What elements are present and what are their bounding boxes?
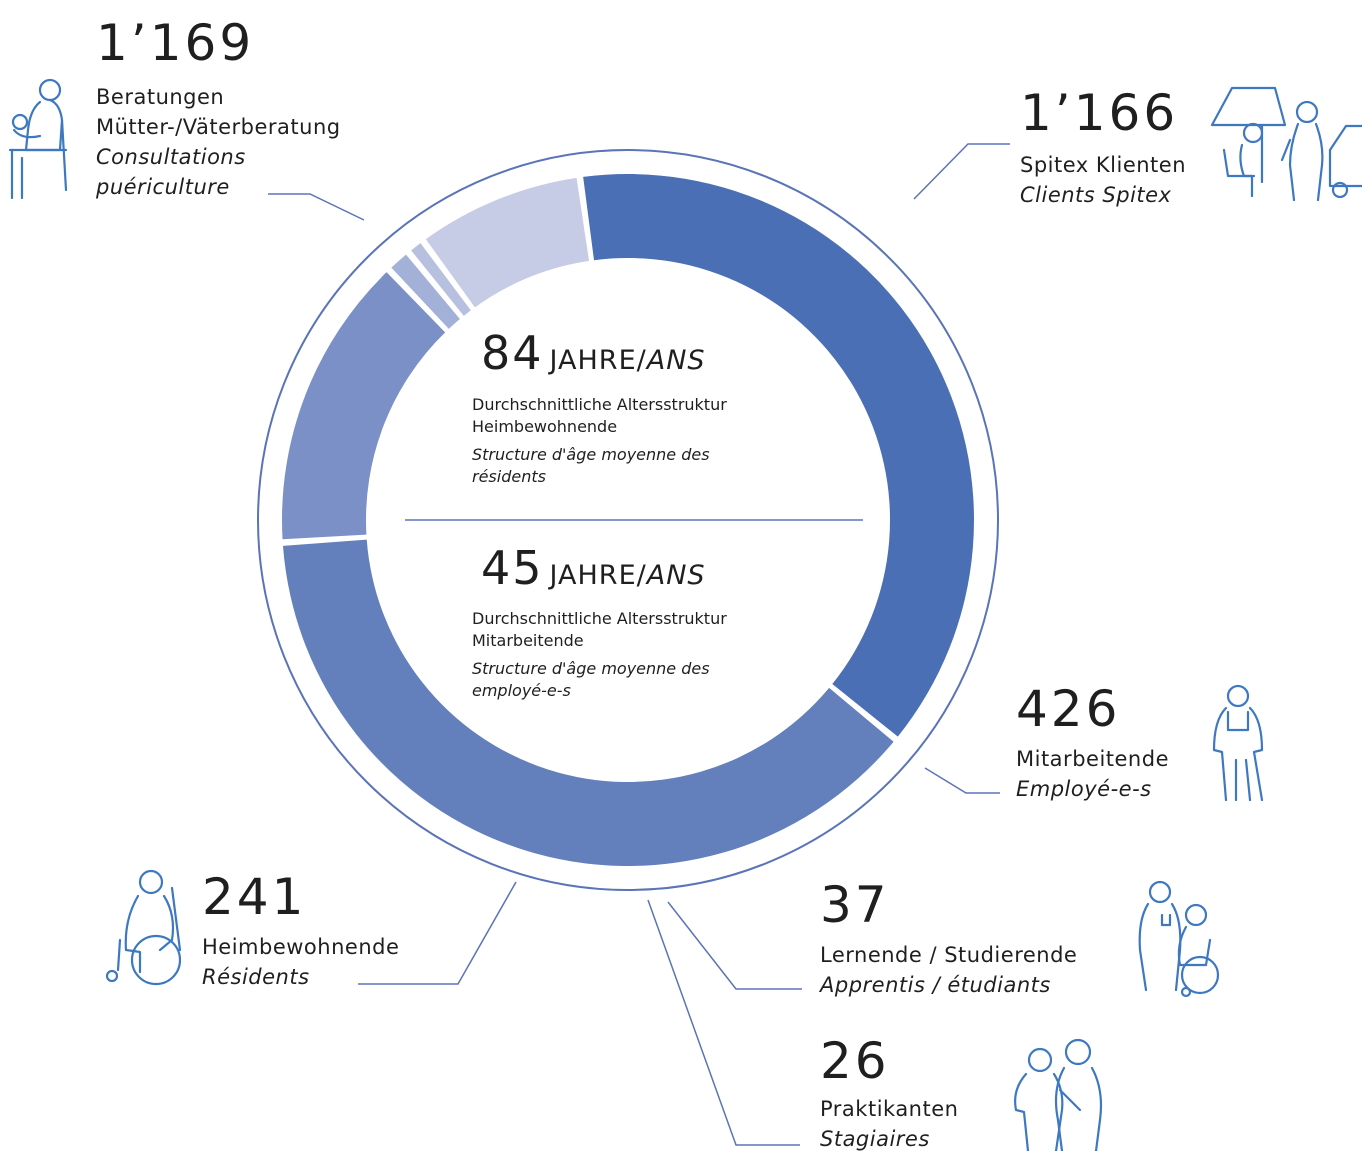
callout-label-de: Mitarbeitende bbox=[1016, 747, 1169, 771]
callout-label-fr: Apprentis / étudiants bbox=[820, 973, 1051, 997]
leader-line-residents bbox=[358, 881, 517, 985]
callout-label-fr: Résidents bbox=[202, 965, 310, 989]
center-age-value: 45 bbox=[481, 541, 544, 595]
donut-slice-4 bbox=[411, 243, 471, 316]
callout-value: 241 bbox=[202, 868, 307, 926]
callout-label-de: Spitex Klienten bbox=[1020, 153, 1187, 177]
callout-label-fr: Employé-e-s bbox=[1016, 777, 1152, 801]
callout-label-fr: Clients Spitex bbox=[1020, 183, 1172, 207]
intern-icon bbox=[1014, 1038, 1103, 1151]
callout-value: 1’166 bbox=[1020, 84, 1179, 142]
student-caregiver-icon bbox=[1138, 880, 1220, 998]
callout-residents: 241 Heimbewohnende Résidents bbox=[202, 872, 399, 992]
donut-slice-3 bbox=[391, 254, 460, 329]
center-desc-de: Durchschnittliche Altersstruktur bbox=[472, 609, 727, 628]
center-age-unit-de: JAHRE/ bbox=[549, 560, 647, 591]
center-desc-de: Mitarbeitende bbox=[472, 631, 584, 650]
leader-line-employees bbox=[924, 767, 1000, 794]
center-desc-de: Durchschnittliche Altersstruktur bbox=[472, 395, 727, 414]
employee-icon bbox=[1212, 684, 1264, 802]
callout-consultations: 1’169 Beratungen Mütter-/Väterberatung C… bbox=[96, 18, 341, 202]
center-desc-fr: Structure d'âge moyenne des bbox=[472, 445, 710, 464]
center-desc-de: Heimbewohnende bbox=[472, 417, 618, 436]
leader-line-interns bbox=[647, 899, 800, 1146]
callout-value: 26 bbox=[820, 1032, 890, 1090]
callout-spitex: 1’166 Spitex Klienten Clients Spitex bbox=[1020, 88, 1186, 210]
callout-label-fr: Consultations bbox=[96, 145, 246, 169]
callout-employees: 426 Mitarbeitende Employé-e-s bbox=[1016, 684, 1169, 804]
callout-interns: 26 Praktikanten Stagiaires bbox=[820, 1036, 958, 1154]
callout-label-fr: puériculture bbox=[96, 175, 230, 199]
outer-ring bbox=[257, 149, 999, 891]
wheelchair-resident-icon bbox=[105, 869, 182, 986]
callout-label-de: Lernende / Studierende bbox=[820, 943, 1078, 967]
center-desc-staff: Durchschnittliche Altersstruktur Mitarbe… bbox=[472, 608, 727, 702]
leader-line-spitex bbox=[913, 143, 1010, 200]
callout-label-de: Beratungen bbox=[96, 85, 225, 109]
center-desc-fr: Structure d'âge moyenne des bbox=[472, 659, 710, 678]
center-desc-fr: résidents bbox=[472, 467, 546, 486]
center-age-value: 84 bbox=[481, 326, 544, 380]
center-age-unit-de: JAHRE/ bbox=[549, 345, 647, 376]
center-desc-residents: Durchschnittliche Altersstruktur Heimbew… bbox=[472, 394, 727, 488]
donut-slice-1 bbox=[282, 539, 894, 866]
callout-value: 1’169 bbox=[96, 14, 255, 72]
leader-line-students bbox=[667, 901, 802, 990]
center-age-unit-fr: ANS bbox=[646, 345, 706, 376]
baby-consultation-icon bbox=[8, 78, 68, 200]
callout-label-de: Mütter-/Väterberatung bbox=[96, 115, 341, 139]
donut-slice-2 bbox=[282, 272, 446, 540]
callout-value: 37 bbox=[820, 876, 890, 934]
callout-label-de: Heimbewohnende bbox=[202, 935, 400, 959]
donut-slice-0 bbox=[583, 174, 974, 737]
callout-label-de: Praktikanten bbox=[820, 1097, 959, 1121]
leader-line-consultations bbox=[268, 193, 365, 221]
center-age-unit-fr: ANS bbox=[646, 560, 706, 591]
callout-label-fr: Stagiaires bbox=[820, 1127, 930, 1151]
donut-slice-5 bbox=[425, 177, 590, 308]
center-desc-fr: employé-e-s bbox=[472, 681, 571, 700]
callout-value: 426 bbox=[1016, 680, 1121, 738]
callout-students: 37 Lernende / Studierende Apprentis / ét… bbox=[820, 880, 1077, 1000]
home-care-icon bbox=[1210, 86, 1362, 202]
